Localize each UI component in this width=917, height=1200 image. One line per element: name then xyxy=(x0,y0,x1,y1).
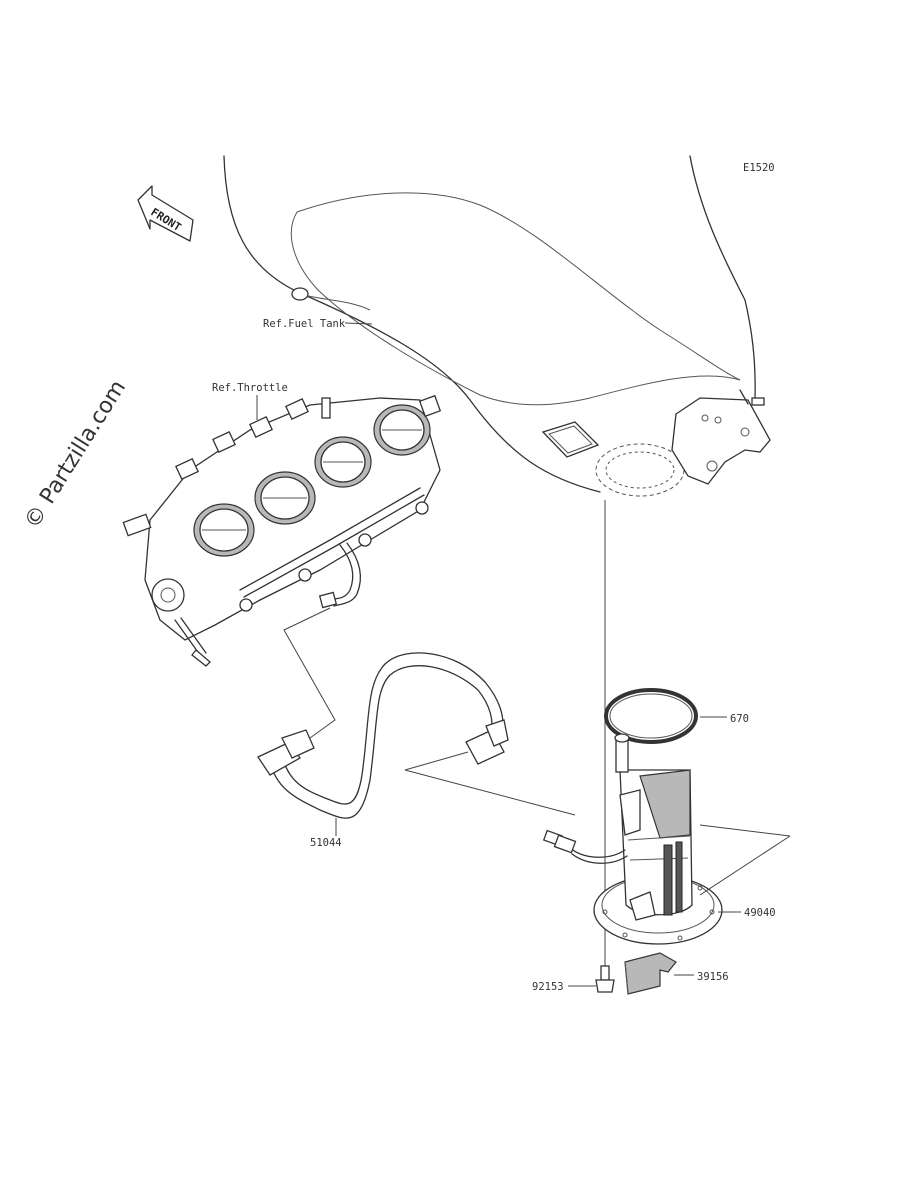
part-number-49040: 49040 xyxy=(744,907,776,919)
hose-to-pump-leader xyxy=(404,769,576,816)
pad-39156 xyxy=(624,952,677,995)
watermark: © Partzilla.com xyxy=(20,376,131,533)
hose-top-leader xyxy=(283,607,336,739)
part-number-39156: 39156 xyxy=(697,971,729,983)
fuel-tank-outline xyxy=(223,155,771,497)
ref-throttle-label: Ref.Throttle xyxy=(212,382,288,394)
pump-right-leader-a xyxy=(699,824,791,837)
o-ring-670 xyxy=(604,688,698,744)
throttle-body-assembly xyxy=(122,394,442,667)
part-number-670: 670 xyxy=(730,713,749,725)
part-number-92153: 92153 xyxy=(532,981,564,993)
ref-fuel-tank-label: Ref.Fuel Tank xyxy=(263,318,346,330)
fuel-hose-51044 xyxy=(257,652,509,819)
ref-fuel-tank-leader xyxy=(344,322,373,325)
hose-bottom-leader xyxy=(404,751,469,771)
diagram-code: E1520 xyxy=(743,162,775,174)
part-number-51044: 51044 xyxy=(310,837,342,849)
pump-right-leader-b xyxy=(699,835,791,896)
front-arrow-icon: FRONT xyxy=(137,185,194,242)
bolt-92153 xyxy=(595,965,615,993)
fuel-pump-49040 xyxy=(542,733,723,945)
